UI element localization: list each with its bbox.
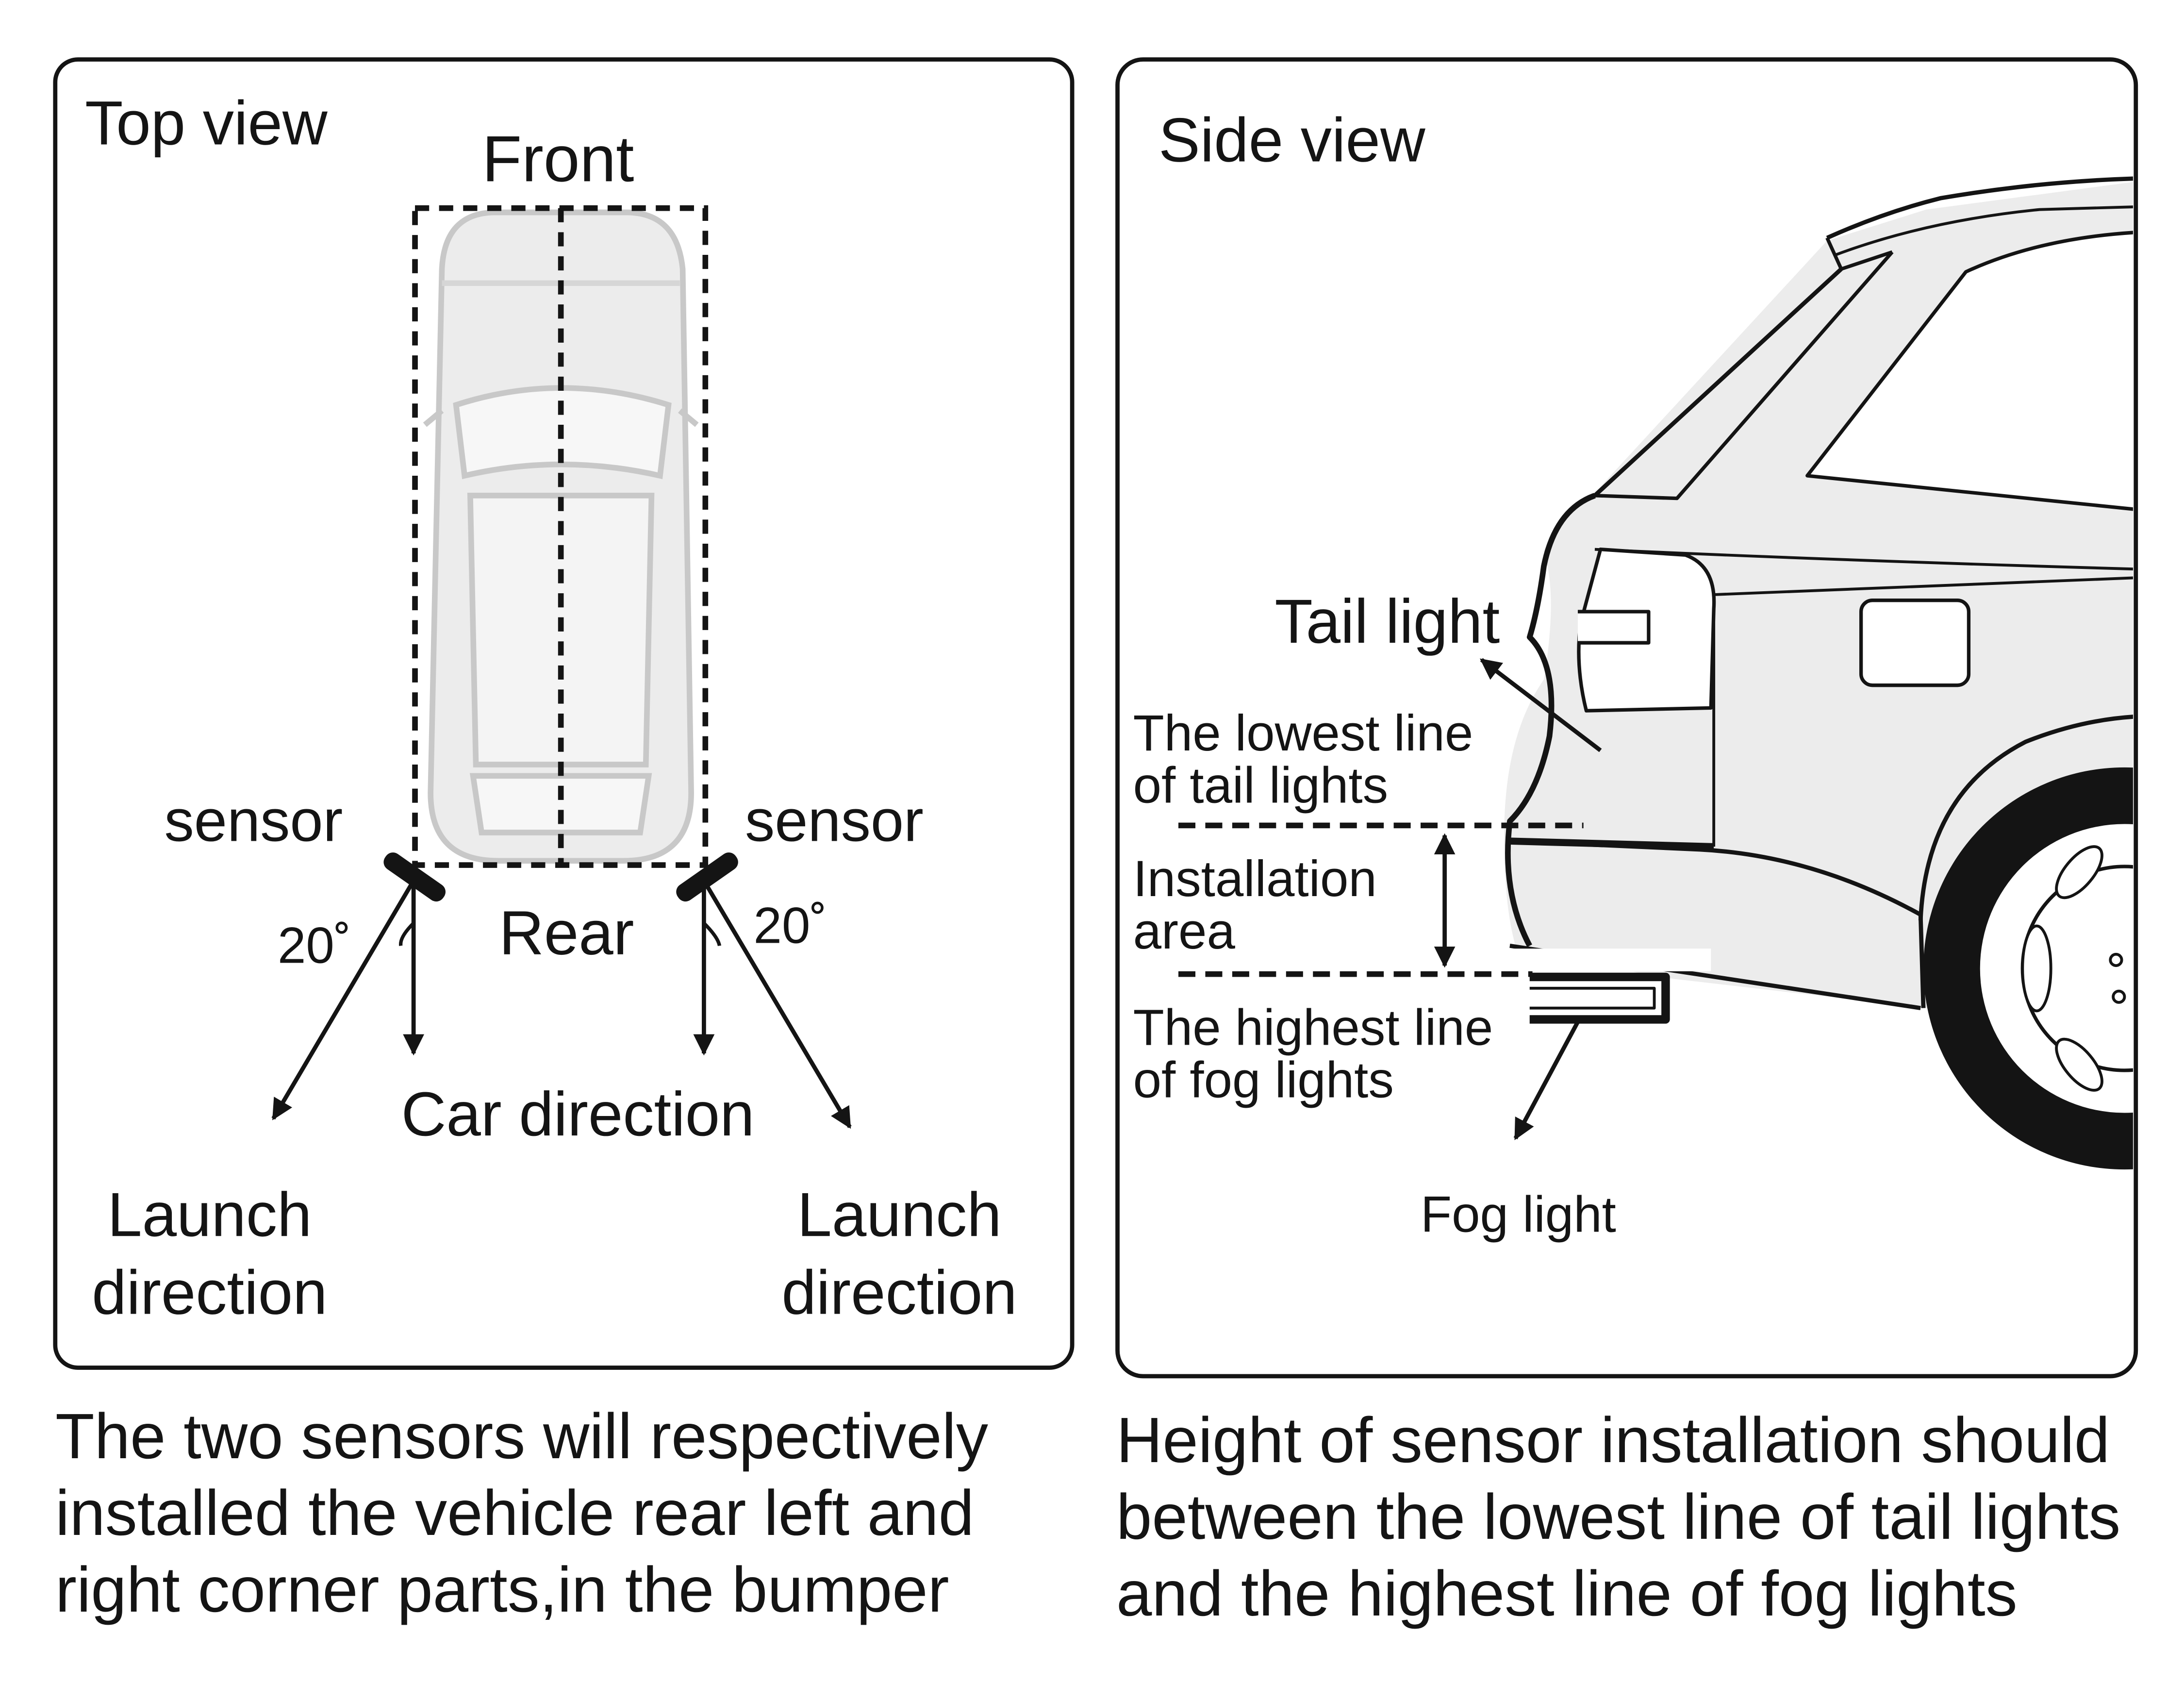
- launch-direction-arrow-left: [271, 879, 415, 1120]
- car-top-illustration: [423, 209, 699, 864]
- tail-light-pointer-arrow: [1480, 658, 1602, 752]
- lowest-line-label-2: of tail lights: [1133, 757, 1388, 814]
- fog-light-pointer-arrow: [1513, 1016, 1583, 1140]
- front-label: Front: [482, 123, 634, 195]
- highest-line-label-2: of fog lights: [1133, 1051, 1394, 1108]
- fog-light-label: Fog light: [1421, 1186, 1616, 1243]
- top-view-title: Top view: [85, 89, 328, 158]
- launch-right-line2: direction: [781, 1258, 1017, 1328]
- launch-left-line2: direction: [92, 1258, 327, 1328]
- angle-arc-right: [702, 922, 722, 947]
- angle-left-label: 20˚: [278, 917, 351, 974]
- sensor-left-icon: [383, 852, 446, 902]
- angle-arc-left: [399, 922, 415, 946]
- sensor-right-label: sensor: [745, 787, 924, 854]
- car-direction-label: Car direction: [401, 1080, 755, 1149]
- top-view-panel: Top view Front sensor sensor 20˚ 20˚: [53, 57, 1075, 1370]
- installation-area-label-2: area: [1133, 903, 1236, 960]
- launch-right-line1: Launch: [797, 1180, 1001, 1249]
- angle-right-label: 20˚: [754, 898, 827, 954]
- side-view-panel: Side view: [1115, 57, 2138, 1379]
- launch-direction-arrow-right: [702, 879, 852, 1129]
- caption-left: The two sensors will respectively instal…: [55, 1400, 988, 1625]
- sensor-right-icon: [676, 852, 738, 902]
- installation-area-label-1: Installation: [1133, 850, 1377, 907]
- launch-left-line1: Launch: [107, 1180, 312, 1249]
- sensor-left-label: sensor: [165, 787, 343, 854]
- rear-label: Rear: [499, 899, 634, 968]
- car-side-illustration: [1504, 176, 2133, 1170]
- caption-right: Height of sensor installation should bet…: [1116, 1404, 2121, 1629]
- highest-line-label-1: The highest line: [1133, 999, 1493, 1056]
- side-view-title: Side view: [1158, 106, 1426, 175]
- lowest-line-label-1: The lowest line: [1133, 705, 1473, 762]
- tail-light-label: Tail light: [1274, 587, 1500, 656]
